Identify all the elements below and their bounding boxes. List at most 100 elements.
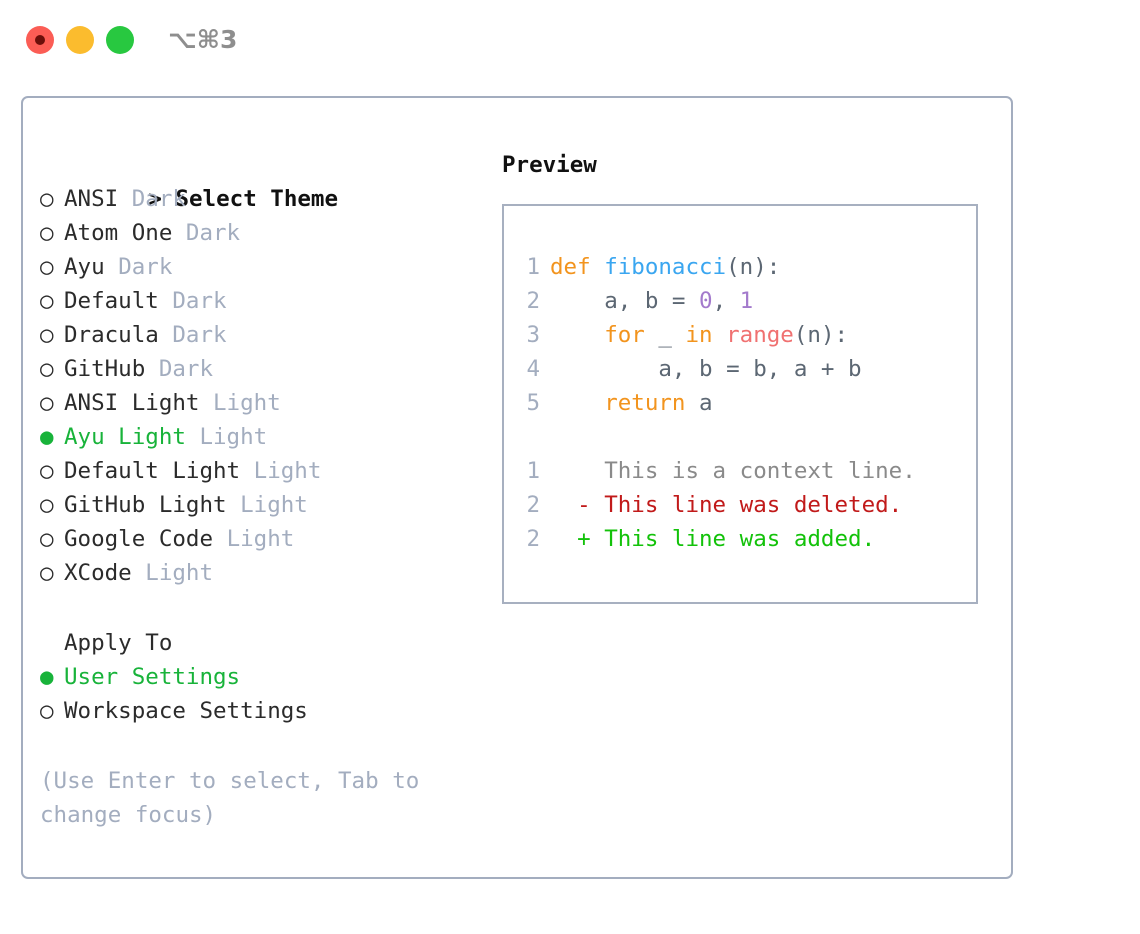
- diff-line-number: 2: [526, 526, 540, 552]
- diff-sign: [550, 458, 604, 484]
- code-keyword: def: [550, 254, 591, 280]
- theme-variant-badge: Light: [213, 390, 281, 416]
- apply-to-item[interactable]: ● User Settings: [40, 660, 470, 694]
- theme-list-item[interactable]: ○ Google Code Light: [40, 522, 470, 556]
- theme-name: Dracula: [64, 322, 159, 348]
- diff-sign: -: [550, 492, 605, 518]
- code-plain: ,: [712, 288, 740, 314]
- code-plain: [672, 322, 686, 348]
- theme-variant-badge: Light: [226, 526, 295, 552]
- radio-unselected-icon: ○: [40, 186, 54, 212]
- code-function-name: fibonacci: [604, 254, 727, 280]
- apply-to-item[interactable]: ○Workspace Settings: [40, 694, 470, 728]
- code-plain: b: [753, 356, 767, 382]
- main-panel: > Select Theme ○ANSI Dark○Atom One Dark○…: [21, 96, 1013, 879]
- apply-to-header: Apply To: [64, 630, 173, 656]
- radio-unselected-icon: ○: [40, 492, 54, 518]
- code-plain: [645, 322, 659, 348]
- theme-list-item[interactable]: ○GitHub Light Light: [40, 488, 470, 522]
- theme-variant-badge: Dark: [158, 356, 214, 382]
- theme-variant-badge: Light: [145, 560, 214, 586]
- code-plain: [550, 356, 658, 382]
- radio-unselected-icon: ○: [40, 220, 54, 246]
- code-line: 2 a, b = 0, 1: [518, 284, 970, 318]
- theme-name: Google Code: [64, 526, 214, 552]
- radio-unselected-icon: ○: [40, 526, 54, 552]
- code-plain: ):: [820, 322, 849, 348]
- preview-title: Preview: [502, 152, 597, 178]
- diff-line-number: 2: [526, 492, 540, 518]
- theme-variant-badge: Dark: [185, 220, 241, 246]
- theme-list-item[interactable]: ○ANSI Dark: [40, 182, 470, 216]
- theme-name: ANSI: [64, 186, 119, 212]
- radio-unselected-icon: ○: [40, 560, 54, 586]
- code-plain: [713, 322, 727, 348]
- code-keyword: in: [685, 322, 713, 348]
- code-plain: [685, 390, 699, 416]
- apply-to-list: ● User Settings ○Workspace Settings: [40, 660, 470, 728]
- theme-list-item[interactable]: ○Default Light Light: [40, 454, 470, 488]
- code-line: 3 for _ in range(n):: [518, 318, 970, 352]
- theme-list-item[interactable]: ○Atom One Dark: [40, 216, 470, 250]
- code-plain: =: [712, 356, 754, 382]
- radio-unselected-icon: ○: [40, 698, 54, 724]
- code-plain: (: [726, 254, 740, 280]
- code-line-number: 1: [526, 254, 540, 280]
- code-section-gap: [518, 420, 970, 454]
- maximize-dot-icon[interactable]: [106, 26, 134, 54]
- theme-list-item[interactable]: ○ Ayu Dark: [40, 250, 470, 284]
- code-plain: b: [848, 356, 862, 382]
- apply-to-label: User Settings: [64, 664, 241, 690]
- theme-list-item[interactable]: ○ GitHub Dark: [40, 352, 470, 386]
- diff-text: This is a context line.: [604, 458, 916, 484]
- code-line: 4 a, b = b, a + b: [518, 352, 970, 386]
- code-plain: ,: [671, 356, 700, 382]
- theme-name: XCode: [64, 560, 132, 586]
- theme-list-item[interactable]: ○ XCode Light: [40, 556, 470, 590]
- radio-unselected-icon: ○: [40, 390, 54, 416]
- code-number: 0: [699, 288, 713, 314]
- theme-picker-header-label: Select Theme: [175, 186, 339, 212]
- close-dot-pip: [35, 35, 45, 45]
- code-plain: n: [739, 254, 754, 280]
- radio-unselected-icon: ○: [40, 288, 54, 314]
- theme-list-item[interactable]: ○ ANSI Light Light: [40, 386, 470, 420]
- code-plain: ,: [617, 288, 645, 314]
- theme-list: ○ANSI Dark○Atom One Dark○Ayu Dark○Defaul…: [40, 182, 470, 590]
- theme-variant-badge: Dark: [118, 254, 173, 280]
- theme-name: GitHub Light: [64, 492, 227, 518]
- radio-unselected-icon: ○: [40, 458, 54, 484]
- code-plain: (: [793, 322, 808, 348]
- code-plain: [550, 390, 604, 416]
- theme-name: ANSI Light: [64, 390, 200, 416]
- theme-picker-header: > Select Theme: [40, 148, 470, 212]
- radio-unselected-icon: ○: [40, 254, 54, 280]
- theme-list-item[interactable]: ○ Default Dark: [40, 284, 470, 318]
- diff-text: This line was added.: [604, 526, 876, 552]
- minimize-dot-icon[interactable]: [66, 26, 94, 54]
- code-plain: b: [699, 356, 713, 382]
- radio-unselected-icon: ○: [40, 356, 54, 382]
- close-dot-icon[interactable]: [26, 26, 54, 54]
- code-plain: b: [644, 288, 659, 314]
- theme-variant-badge: Dark: [172, 288, 227, 314]
- title-bar: ⌥⌘3: [0, 0, 1140, 80]
- theme-variant-badge: Dark: [172, 322, 227, 348]
- theme-list-item[interactable]: ●Ayu Light Light: [40, 420, 470, 454]
- theme-name: GitHub: [64, 356, 146, 382]
- code-plain: ,: [766, 356, 794, 382]
- code-keyword: for: [604, 322, 645, 348]
- diff-line: 2 - This line was deleted.: [518, 488, 970, 522]
- theme-variant-badge: Light: [253, 458, 322, 484]
- theme-name: Default: [64, 288, 159, 314]
- radio-selected-icon: ●: [40, 664, 54, 690]
- code-line-number: 4: [526, 356, 540, 382]
- theme-name: Ayu: [64, 254, 105, 280]
- code-plain: a: [658, 356, 672, 382]
- theme-name: Ayu Light: [64, 424, 186, 450]
- code-plain: a: [604, 288, 618, 314]
- theme-list-item[interactable]: ○Dracula Dark: [40, 318, 470, 352]
